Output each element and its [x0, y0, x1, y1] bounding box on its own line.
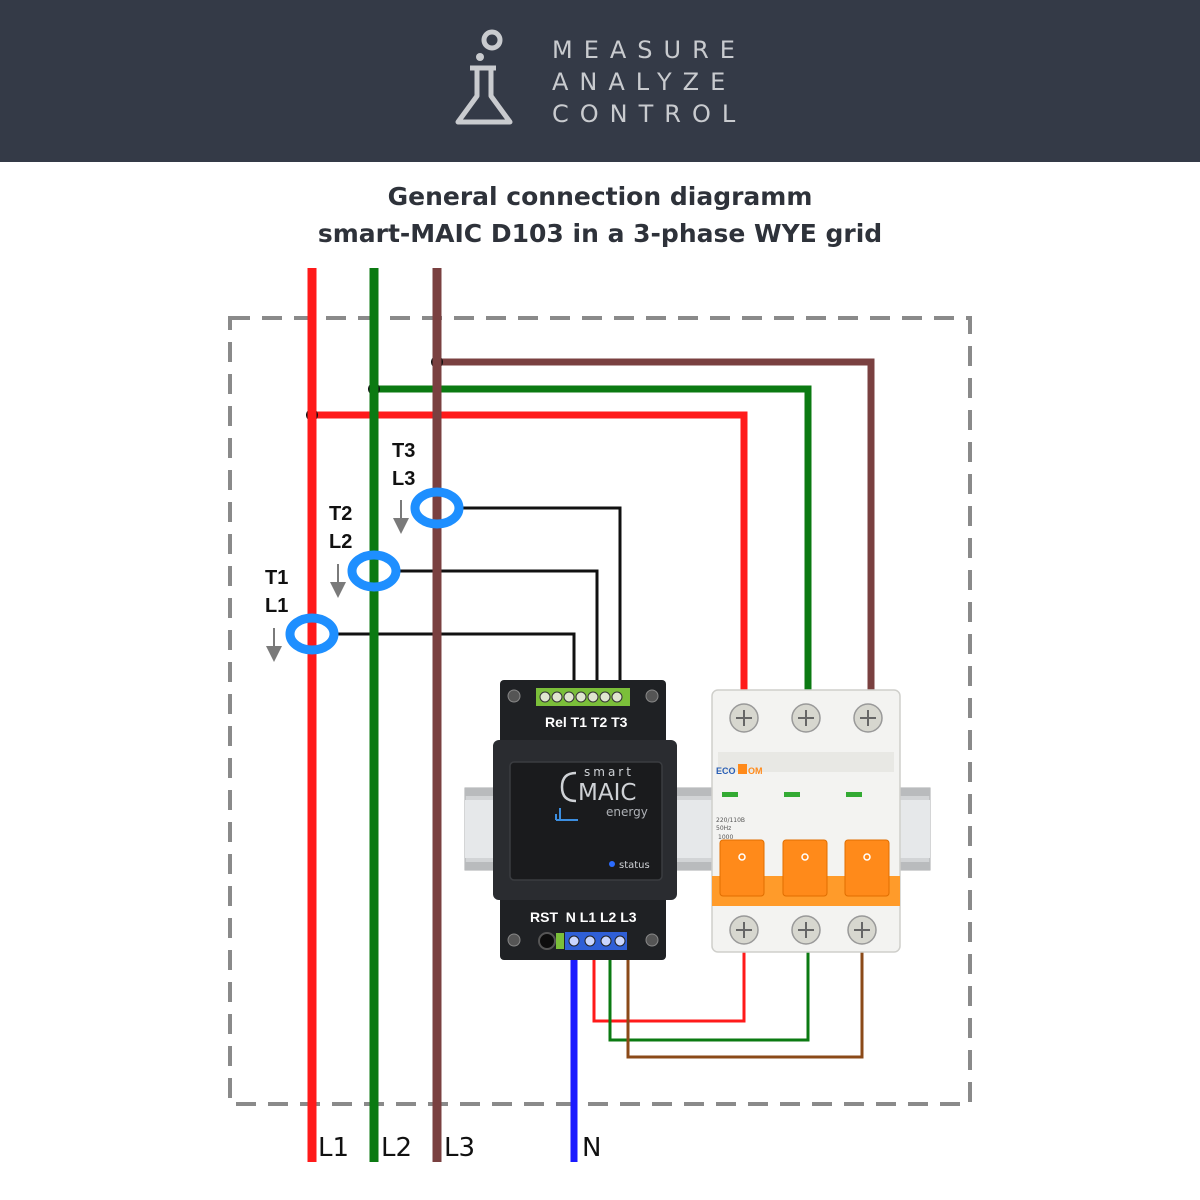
ct1-l-label: L1 — [265, 595, 288, 617]
top-terminal-labels: Rel T1 T2 T3 — [545, 714, 628, 730]
logo-maic: MAIC — [578, 780, 636, 806]
breaker-handle-3 — [844, 839, 890, 897]
ct3-wire — [461, 506, 622, 690]
breaker-brand: ECO — [716, 766, 736, 776]
v-l2-wire — [608, 950, 810, 1042]
l2-tap-wire — [374, 385, 812, 690]
cloud-logo-icon — [560, 771, 577, 803]
breaker-spec-3: 1000 — [718, 834, 733, 841]
breaker-spec-1: 220/110B — [716, 817, 745, 824]
ct-signal-wires — [336, 506, 622, 690]
brand-measure: MEASURE — [552, 36, 746, 64]
ct3-t-label: T3 — [392, 440, 415, 462]
bus-label-l2: L2 — [381, 1133, 412, 1163]
ct-ring-l1 — [285, 613, 339, 655]
bus-label-l1: L1 — [318, 1133, 349, 1163]
title-line-1: General connection diagramm — [387, 182, 813, 211]
status-led-icon — [609, 861, 615, 867]
flask-icon — [455, 29, 513, 125]
bus-label-l3: L3 — [444, 1133, 475, 1163]
l1-tap-wire — [312, 411, 748, 690]
title-line-2: smart-MAIC D103 in a 3-phase WYE grid — [317, 219, 883, 248]
bus-label-n: N — [582, 1133, 601, 1163]
logo-smart: smart — [584, 765, 634, 779]
breaker-top-screws — [729, 703, 883, 733]
ct1-wire — [336, 632, 576, 690]
v-l3-wire — [626, 950, 864, 1059]
ct3-l-label: L3 — [392, 468, 415, 490]
v-l1-wire — [592, 950, 746, 1023]
enclosure-boundary — [228, 316, 972, 1106]
circuit-breaker: ECO OM 220/110B 50Hz 1000 — [711, 689, 901, 953]
ct2-l-label: L2 — [329, 531, 352, 553]
ct2-wire — [398, 569, 599, 690]
diagram-title: General connection diagramm smart-MAIC D… — [0, 178, 1200, 252]
l3-tap-wire — [437, 358, 875, 690]
breaker-bottom-screws — [729, 915, 877, 945]
breaker-brand-suffix: OM — [748, 766, 763, 776]
logo-energy: energy — [606, 805, 648, 819]
brand-analyze: ANALYZE — [552, 68, 737, 96]
voltage-wires — [592, 950, 864, 1059]
pulse-icon — [555, 808, 578, 821]
ct2-t-label: T2 — [329, 503, 352, 525]
breaker-handle-1 — [719, 839, 765, 897]
bottom-terminal-labels: RST N L1 L2 L3 — [530, 909, 637, 925]
header-bar: MEASURE ANALYZE CONTROL — [0, 0, 1200, 162]
brand-control: CONTROL — [552, 100, 747, 128]
ct-ring-l2 — [347, 550, 401, 592]
breaker-spec-2: 50Hz — [716, 825, 731, 832]
reset-button-icon — [538, 932, 556, 950]
status-label: status — [619, 860, 650, 871]
bottom-terminal-block — [565, 932, 627, 950]
breaker-handle-2 — [782, 839, 828, 897]
smart-maic-device: Rel T1 T2 T3 RST N L1 L2 L3 smart MAIC e… — [493, 680, 677, 960]
tap-wires — [312, 358, 875, 690]
ct1-t-label: T1 — [265, 567, 288, 589]
ct-ring-l3 — [410, 487, 464, 529]
